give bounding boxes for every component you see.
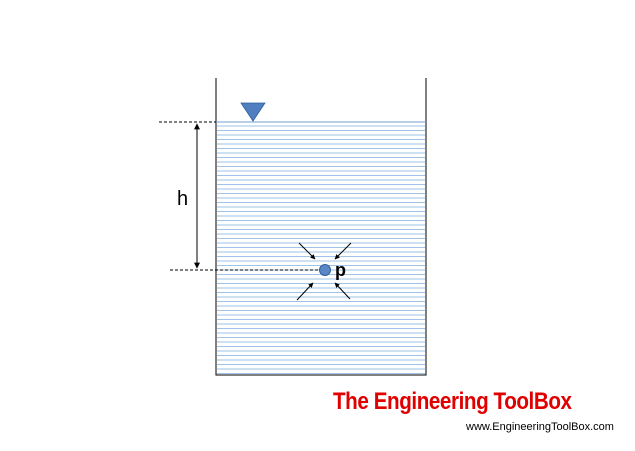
brand-url: www.EngineeringToolBox.com (466, 421, 614, 433)
pressure-arrow-top-left (298, 242, 316, 260)
water-surface-marker-icon (240, 102, 266, 122)
pressure-arrow-top-right (334, 242, 352, 260)
pressure-point-marker (319, 264, 331, 276)
brand-title: The Engineering ToolBox (333, 388, 572, 415)
pressure-point-label: p (335, 260, 346, 280)
pressure-arrow-bottom-right (334, 282, 351, 300)
tank-walls (215, 78, 427, 376)
depth-label: h (177, 188, 189, 210)
water-hatching (217, 125, 425, 374)
pressure-arrow-bottom-left (296, 282, 314, 301)
